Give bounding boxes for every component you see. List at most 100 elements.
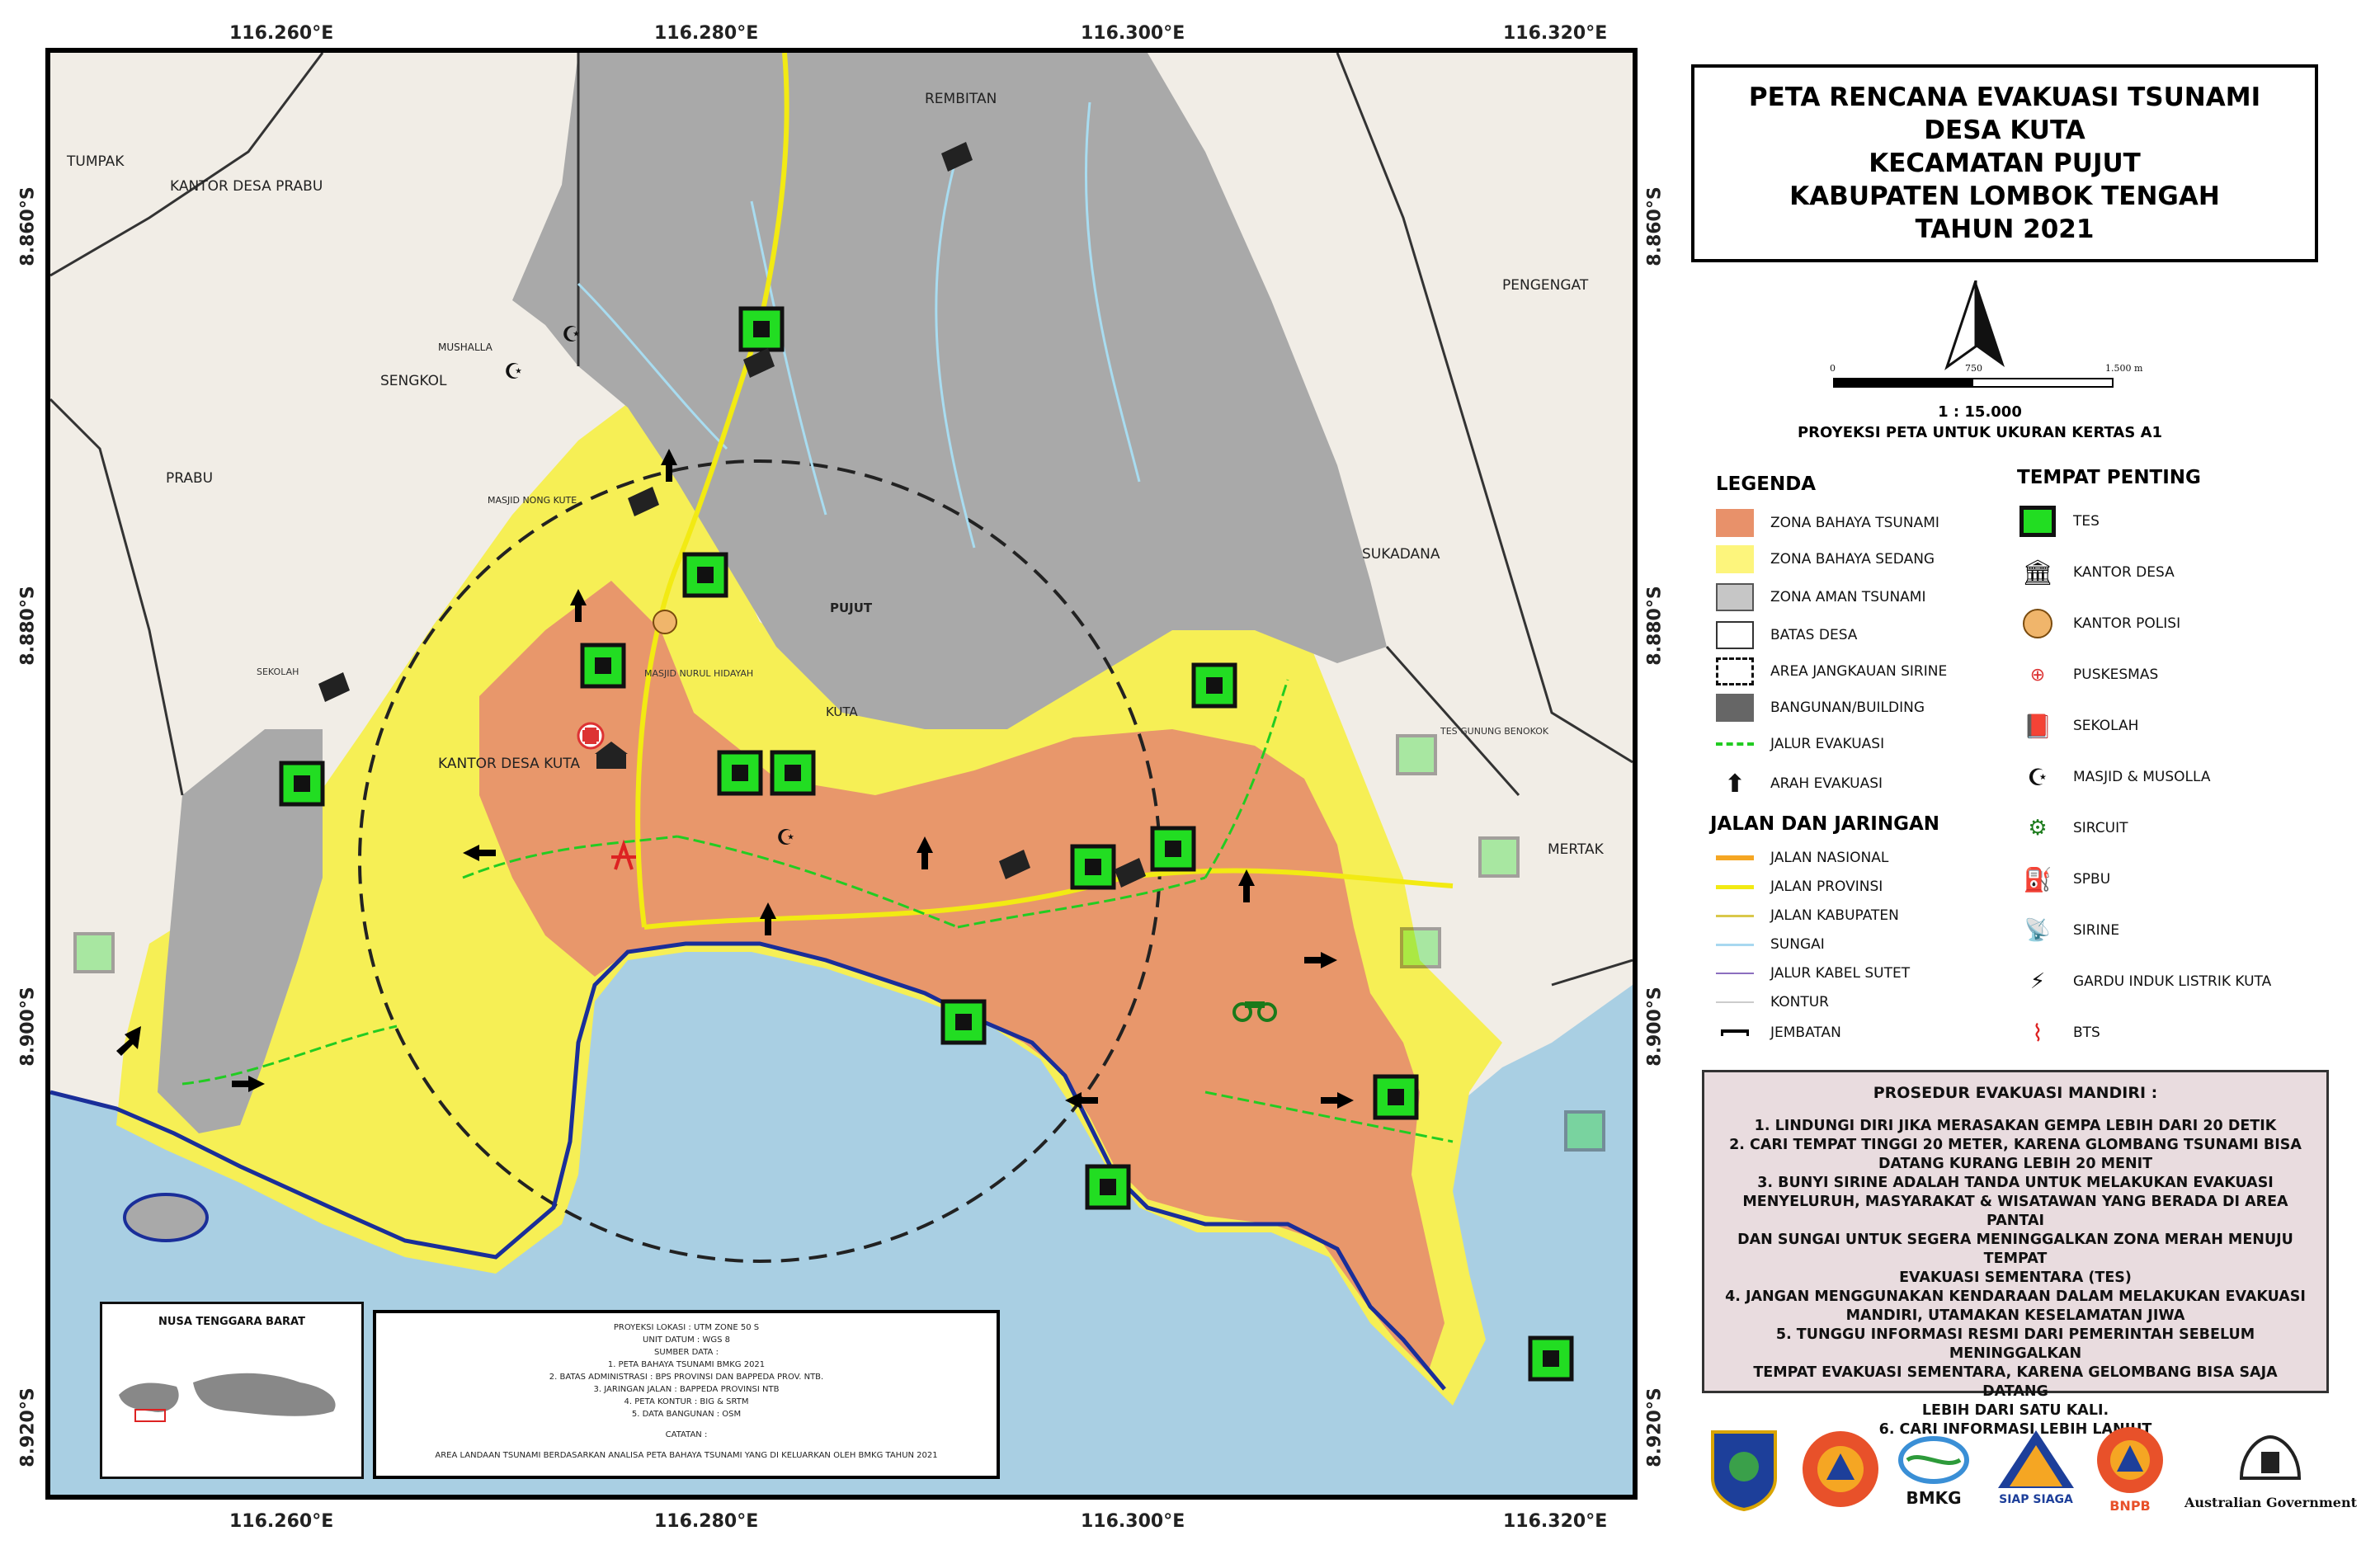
legend-item-village-boundary: BATAS DESA [1716, 619, 1857, 652]
place-label-masjid-nong-kute: MASJID NONG KUTE [488, 495, 577, 506]
tes-marker[interactable] [770, 750, 816, 796]
evacuation-arrow [232, 1076, 265, 1092]
tes-marker[interactable] [940, 999, 987, 1045]
logo-siap-siaga: SIAP SIAGA [1996, 1429, 2076, 1506]
place-label-sekolah: SEKOLAH [257, 667, 299, 677]
legend-swatch [1716, 988, 1754, 1016]
legend-item-building: BANGUNAN/BUILDING [1716, 691, 1925, 724]
police-icon [2019, 609, 2057, 638]
logo-bmkg-text: BMKG [1906, 1488, 1962, 1508]
info-line: UNIT DATUM : WGS 8 [643, 1335, 730, 1345]
tes-marker[interactable] [682, 552, 728, 598]
school-icon: 📕 [2023, 712, 2052, 740]
logo-siap-siaga-text: SIAP SIAGA [1999, 1493, 2073, 1506]
title-line: KABUPATEN LOMBOK TENGAH [1789, 181, 2220, 211]
coord-bottom-2: 116.280°E [654, 1511, 759, 1532]
legend-label: AREA JANGKAUAN SIRINE [1770, 663, 1948, 680]
health-center-icon [577, 722, 605, 750]
school-icon [999, 850, 1030, 879]
info-line: 4. PETA KONTUR : BIG & SRTM [624, 1397, 749, 1406]
legend-label: SIRCUIT [2073, 820, 2128, 836]
coord-bottom-4: 116.320°E [1503, 1511, 1608, 1532]
place-label-tumpak: TUMPAK [67, 153, 125, 170]
tes-marker[interactable] [580, 643, 626, 689]
tes-marker-faded [1478, 836, 1520, 878]
procedure-line: 6. CARI INFORMASI LEBIH LANJUT [1878, 1421, 2152, 1438]
legend-swatch [1716, 509, 1754, 537]
legend-swatch [1716, 545, 1754, 573]
legend-label: ZONA BAHAYA TSUNAMI [1770, 515, 1939, 531]
school-icon [628, 487, 659, 516]
info-line: 5. DATA BANGUNAN : OSM [631, 1410, 742, 1419]
evacuation-arrow [1238, 869, 1255, 902]
legend-item-evac-direction: ⬆ ARAH EVAKUASI [1716, 767, 1883, 800]
scale-tick-1500: 1.500 m [2105, 363, 2143, 374]
evacuation-procedure-box: PROSEDUR EVAKUASI MANDIRI : 1. LINDUNGI … [1702, 1070, 2329, 1438]
projection-note: PROYEKSI PETA UNTUK UKURAN KERTAS A1 [1797, 424, 2163, 441]
procedure-line: DAN SUNGAI UNTUK SEGERA MENINGGALKAN ZON… [1737, 1232, 2293, 1267]
mosque-icon: ☪ [562, 323, 581, 347]
inset-map: NUSA TENGGARA BARAT [100, 1302, 364, 1479]
legend-item-evac-route: JALUR EVAKUASI [1716, 728, 1884, 761]
data-source-box: PROYEKSI LOKASI : UTM ZONE 50 S UNIT DAT… [373, 1310, 1000, 1479]
logo-bnpb-text: BNPB [2109, 1498, 2151, 1514]
bts-tower-icon [611, 839, 636, 870]
legend-river: SUNGAI [1716, 928, 1825, 961]
logo-bmkg: BMKG [1896, 1435, 1972, 1508]
legend-place-substation: ⚡ GARDU INDUK LISTRIK KUTA [2019, 965, 2271, 998]
legend-label: JALUR EVAKUASI [1770, 736, 1885, 752]
tes-marker[interactable] [1070, 844, 1116, 890]
coord-bottom-3: 116.300°E [1081, 1511, 1185, 1532]
logo-australian-government-text: Australian Government [2184, 1495, 2357, 1510]
map-canvas[interactable]: ☪ ☪ ☪ [50, 53, 1633, 1495]
mosque-icon: ☪ [776, 826, 795, 850]
tes-marker[interactable] [1085, 1164, 1131, 1210]
coord-bottom-1: 116.260°E [229, 1511, 334, 1532]
logo-australian-government: Australian Government [2184, 1429, 2357, 1510]
legend-label: TES [2073, 513, 2100, 530]
tes-marker[interactable] [279, 761, 325, 807]
info-line: PROYEKSI LOKASI : UTM ZONE 50 S [613, 1323, 760, 1332]
place-label-pengengat: PENGENGAT [1502, 277, 1589, 294]
tes-marker[interactable] [1191, 662, 1237, 709]
legend-road-provincial: JALAN PROVINSI [1716, 870, 1883, 903]
legend-swatch [1716, 583, 1754, 611]
legend-item-tsunami-zone: ZONA BAHAYA TSUNAMI [1716, 506, 1939, 539]
coord-left-2: 8.880°S [17, 586, 39, 666]
coord-top-4: 116.320°E [1503, 23, 1608, 44]
place-label-mertak: MERTAK [1548, 841, 1604, 858]
zone-safe-north [512, 53, 1387, 729]
tes-marker[interactable] [1150, 826, 1196, 872]
coord-right-4: 8.920°S [1644, 1387, 1666, 1467]
coord-top-1: 116.260°E [229, 23, 334, 44]
legend-label: ZONA AMAN TSUNAMI [1770, 589, 1926, 605]
school-icon [941, 142, 973, 172]
evacuation-arrow [661, 449, 677, 482]
legend-contour: KONTUR [1716, 986, 1829, 1019]
substation-icon: ⚡ [2029, 969, 2046, 994]
place-label-mushalla: MUSHALLA [438, 342, 492, 353]
village-office-icon: 🏛 [2021, 558, 2054, 587]
title-line: KECAMATAN PUJUT [1869, 148, 2141, 178]
tes-marker[interactable] [738, 306, 785, 352]
place-label-pujut: PUJUT [830, 601, 873, 615]
legend-label: GARDU INDUK LISTRIK KUTA [2073, 973, 2272, 990]
place-label-kuta: KUTA [826, 704, 858, 719]
map-frame[interactable]: ☪ ☪ ☪ REMBITAN TUMPAK KANTOR DESA PRABU … [45, 48, 1638, 1500]
evacuation-arrow [1065, 1092, 1098, 1109]
legend-label: BATAS DESA [1770, 627, 1858, 643]
logo-bpbd [1800, 1429, 1881, 1510]
procedure-line: 2. CARI TEMPAT TINGGI 20 METER, KARENA G… [1729, 1137, 2302, 1153]
tes-marker[interactable] [1373, 1074, 1419, 1120]
legend-label: KANTOR DESA [2073, 564, 2175, 581]
procedure-line: 1. LINDUNGI DIRI JIKA MERASAKAN GEMPA LE… [1754, 1118, 2277, 1134]
tes-marker[interactable] [1528, 1335, 1574, 1382]
tes-marker[interactable] [717, 750, 763, 796]
legend-place-police: KANTOR POLISI [2019, 607, 2180, 640]
place-label-sengkol: SENGKOL [380, 373, 447, 389]
legend-swatch [1716, 621, 1754, 649]
legend-swatch [1716, 873, 1754, 901]
procedure-line: TEMPAT EVAKUASI SEMENTARA, KARENA GELOMB… [1753, 1364, 2278, 1400]
info-line: 1. PETA BAHAYA TSUNAMI BMKG 2021 [607, 1360, 766, 1369]
legend-place-tes: TES [2019, 505, 2100, 538]
